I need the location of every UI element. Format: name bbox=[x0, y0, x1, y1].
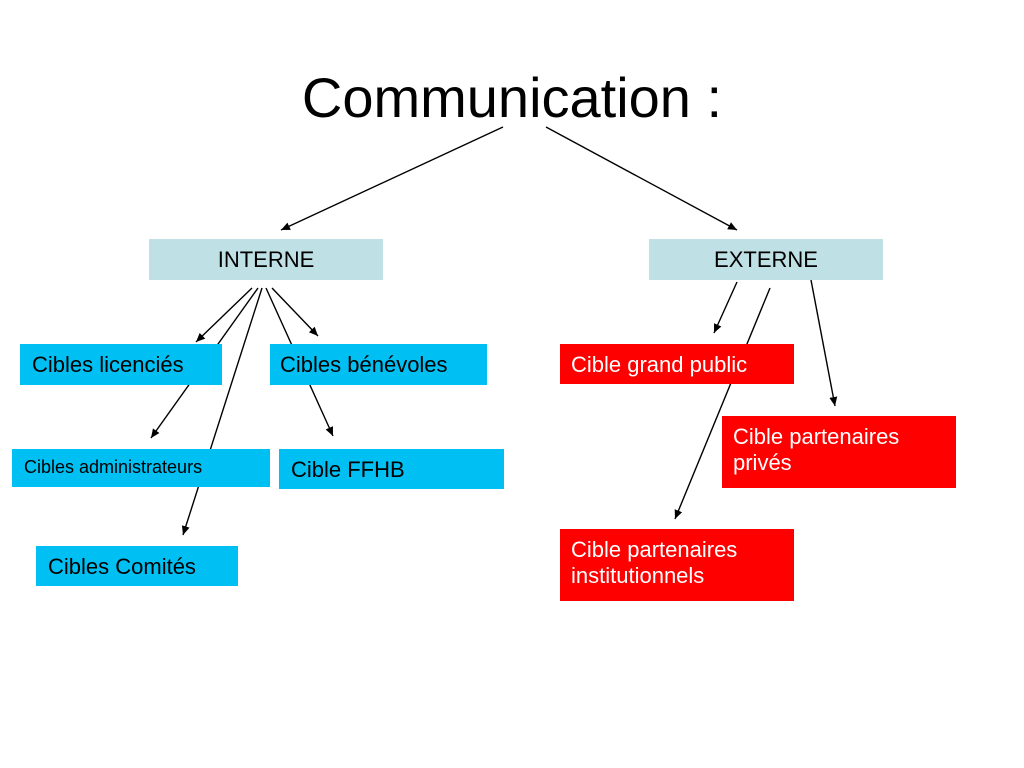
target-partenaires-institutionnels-label: Cible partenaires institutionnels bbox=[571, 537, 738, 589]
target-grand-public: Cible grand public bbox=[560, 344, 794, 384]
arrow-title-to-externe bbox=[545, 126, 738, 231]
target-partenaires-prives: Cible partenaires privés bbox=[722, 416, 956, 488]
target-ffhb-label: Cible FFHB bbox=[291, 457, 405, 482]
category-interne: INTERNE bbox=[149, 239, 383, 280]
target-grand-public-label: Cible grand public bbox=[571, 352, 748, 377]
target-administrateurs-label: Cibles administrateurs bbox=[24, 457, 203, 477]
arrow-interne-to-licencies bbox=[195, 287, 253, 343]
category-interne-label: INTERNE bbox=[217, 247, 315, 272]
arrow-externe-to-grand-public bbox=[713, 281, 738, 334]
target-benevoles-label: Cibles bénévoles bbox=[280, 352, 448, 377]
page-title: Communication : bbox=[301, 66, 723, 129]
arrow-externe-to-partenaires-institutionnels bbox=[674, 287, 771, 520]
category-externe: EXTERNE bbox=[649, 239, 883, 280]
target-comites-label: Cibles Comités bbox=[48, 554, 196, 579]
arrow-externe-to-partenaires-prives bbox=[810, 279, 838, 407]
target-licencies-label: Cibles licenciés bbox=[32, 352, 184, 377]
target-licencies: Cibles licenciés bbox=[20, 344, 222, 385]
target-partenaires-prives-label: Cible partenaires privés bbox=[733, 424, 900, 476]
target-ffhb: Cible FFHB bbox=[279, 449, 504, 489]
arrow-interne-to-benevoles bbox=[271, 287, 319, 337]
target-partenaires-institutionnels: Cible partenaires institutionnels bbox=[560, 529, 794, 601]
category-externe-label: EXTERNE bbox=[714, 247, 818, 272]
target-comites: Cibles Comités bbox=[36, 546, 238, 586]
arrow-interne-to-comites bbox=[181, 287, 263, 536]
target-benevoles: Cibles bénévoles bbox=[270, 344, 487, 385]
target-administrateurs: Cibles administrateurs bbox=[12, 449, 270, 487]
arrow-title-to-interne bbox=[280, 126, 504, 231]
